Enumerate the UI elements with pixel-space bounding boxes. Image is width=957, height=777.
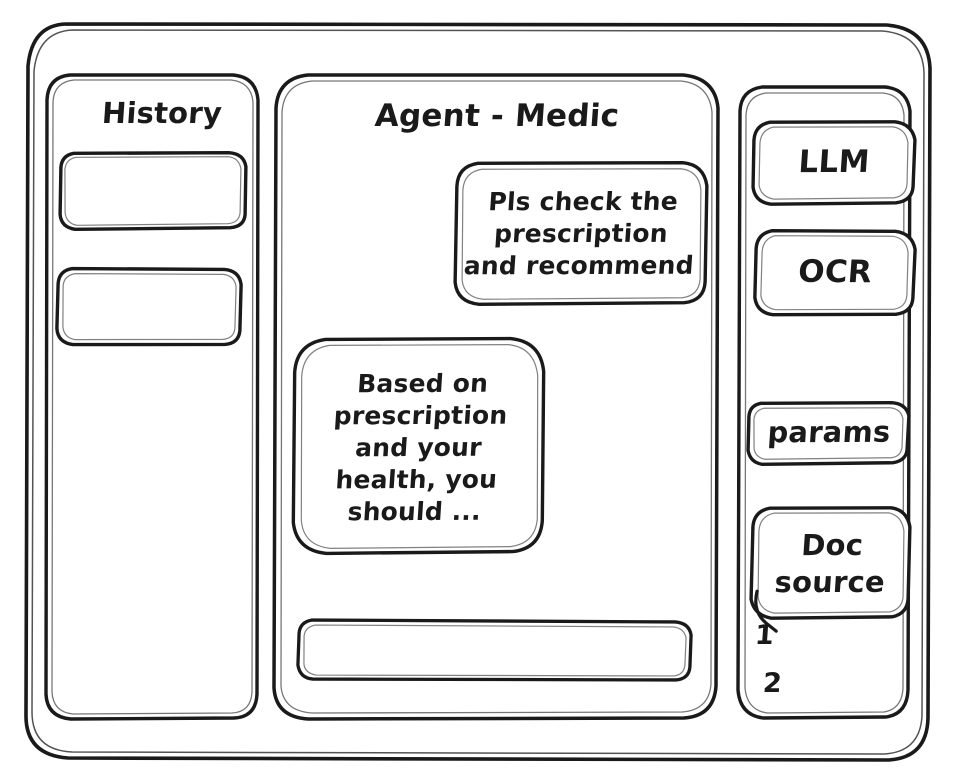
message-input[interactable]: [296, 617, 694, 684]
assistant-message-bubble: Based on prescription and your health, y…: [290, 335, 548, 560]
assistant-message-text: Based on prescription and your health, y…: [332, 368, 509, 527]
doc-source-item-2-marker[interactable]: 2: [761, 668, 784, 699]
history-item-1-label: [55, 150, 250, 233]
message-input-value: [294, 617, 697, 684]
history-item-2-label: [52, 266, 246, 349]
doc-source-item-1-marker[interactable]: 1: [753, 620, 776, 651]
ocr-button-label: OCR: [796, 253, 874, 291]
agent-title: Agent - Medic: [373, 98, 621, 134]
ocr-button[interactable]: OCR: [752, 228, 918, 319]
history-title: History: [100, 96, 224, 130]
doc-source-button-label: Doc source: [773, 527, 887, 600]
params-button-label: params: [766, 415, 892, 450]
history-item-2[interactable]: [55, 266, 243, 349]
history-item-1[interactable]: [58, 150, 248, 233]
llm-button[interactable]: LLM: [750, 119, 918, 207]
user-message-bubble: Pls check the prescription and recommend: [452, 160, 710, 309]
user-message-text: Pls check the prescription and recommend: [462, 186, 695, 281]
params-button[interactable]: params: [745, 400, 913, 467]
llm-button-label: LLM: [797, 144, 871, 181]
doc-source-button[interactable]: Doc source: [748, 505, 914, 633]
